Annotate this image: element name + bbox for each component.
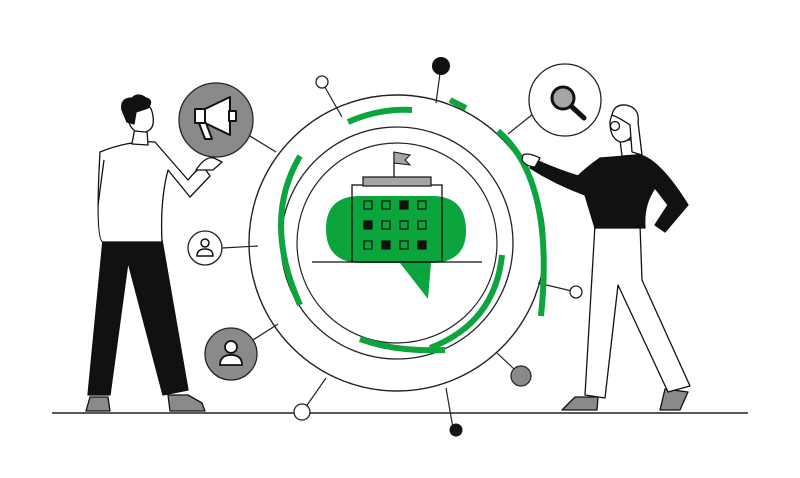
hand — [195, 157, 223, 171]
inner-ring — [296, 142, 498, 344]
user-node-small — [187, 230, 223, 266]
arc-left — [278, 154, 303, 307]
user-icon — [219, 340, 243, 366]
trousers — [584, 224, 691, 399]
shoe — [561, 396, 599, 411]
magnifier-node — [528, 63, 602, 137]
building-roof — [362, 176, 432, 187]
spoke — [445, 387, 454, 429]
glasses — [609, 120, 621, 132]
megaphone-icon — [194, 96, 237, 140]
node-outline — [569, 285, 583, 299]
shirt — [97, 141, 211, 243]
node-filled — [432, 57, 450, 75]
spoke — [321, 81, 343, 118]
shoe — [85, 396, 111, 412]
spoke — [507, 113, 534, 135]
arc-top — [346, 106, 413, 125]
hair — [121, 94, 152, 125]
user-icon — [196, 238, 214, 257]
arc-bottom — [358, 336, 446, 354]
megaphone-node — [178, 82, 254, 158]
building-icon — [312, 151, 482, 263]
building-windows — [363, 200, 427, 250]
speech-bubble-icon — [326, 196, 466, 299]
person-right — [521, 104, 691, 411]
user-node-large — [204, 327, 258, 381]
flag-icon — [393, 151, 412, 166]
spoke — [221, 245, 259, 249]
shoe — [167, 394, 206, 412]
shoe — [659, 388, 689, 411]
node-filled — [449, 423, 463, 437]
spoke — [244, 132, 277, 153]
node-gray — [510, 365, 532, 387]
user-circle — [204, 327, 258, 381]
person-left — [85, 94, 223, 412]
spoke — [252, 323, 279, 341]
user-circle — [187, 230, 223, 266]
spoke — [495, 351, 515, 370]
node-outline — [315, 75, 329, 89]
green-arcs — [278, 97, 547, 354]
sweater — [529, 154, 689, 233]
hair — [611, 104, 643, 156]
trousers — [87, 239, 189, 396]
arc-top-small — [448, 97, 468, 111]
node-outline — [293, 403, 311, 421]
arc-right-inner — [428, 254, 505, 351]
hand — [521, 153, 541, 168]
arc-right-outer — [496, 128, 547, 317]
magnifier-icon — [550, 85, 587, 121]
